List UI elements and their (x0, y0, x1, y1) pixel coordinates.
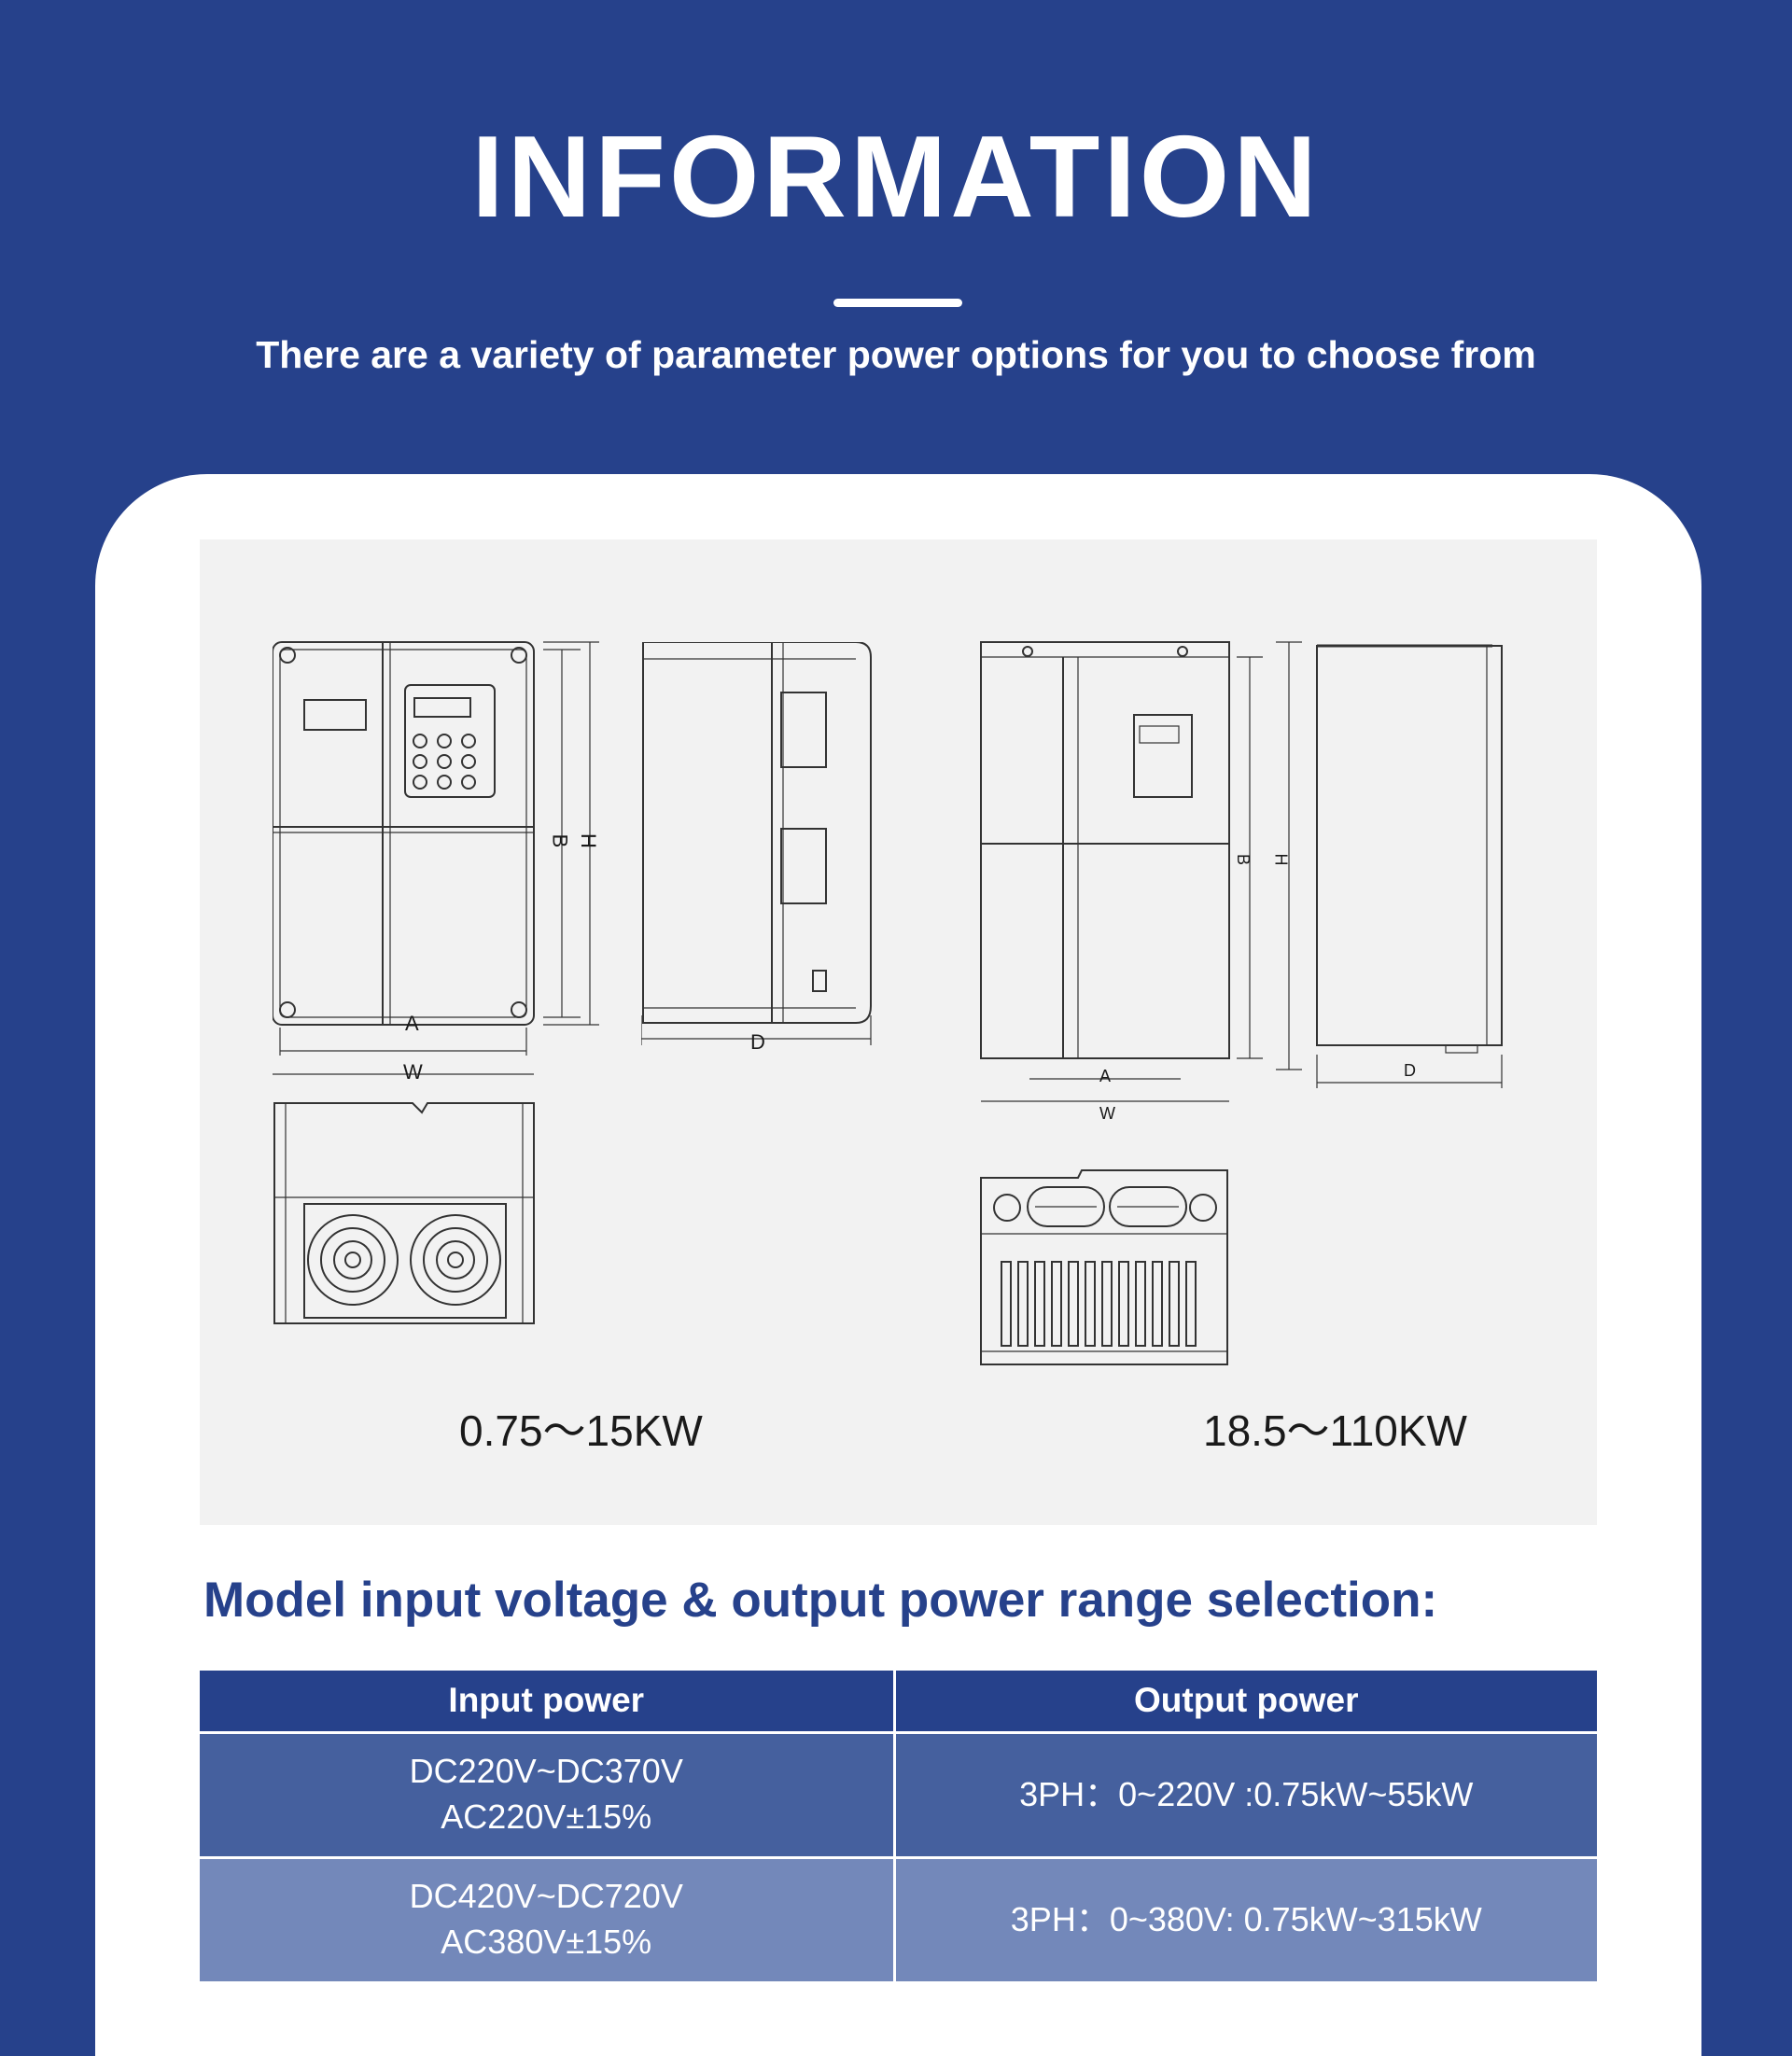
input-dc-range: DC420V~DC720V (409, 1877, 683, 1916)
header-output-power: Output power (892, 1671, 1597, 1734)
section-title: Model input voltage & output power range… (203, 1573, 1438, 1628)
large-dim-d: D (1404, 1061, 1416, 1080)
large-range-label: 18.5～110KW (1203, 1406, 1467, 1455)
table-row: DC420V~DC720V AC380V±15% 3PH：0~380V: 0.7… (200, 1855, 1597, 1984)
input-power-cell: DC420V~DC720V AC380V±15% (200, 1855, 896, 1984)
large-dim-w: W (1099, 1104, 1115, 1123)
drawing-panel: A W B H D (200, 539, 1597, 1525)
small-dim-a: A (405, 1012, 419, 1035)
title-underline (833, 299, 962, 307)
large-dim-a: A (1099, 1067, 1112, 1085)
small-dim-d: D (750, 1030, 765, 1054)
small-side-view-drawing (641, 642, 872, 1045)
large-bottom-view-drawing (980, 1169, 1228, 1365)
input-dc-range: DC220V~DC370V (409, 1752, 683, 1791)
large-dim-b: B (1234, 853, 1253, 866)
output-power-cell: 3PH：0~220V :0.75kW~55kW (892, 1730, 1597, 1859)
input-ac-range: AC380V±15% (441, 1923, 652, 1961)
small-dim-b: B (548, 833, 572, 848)
input-ac-range: AC220V±15% (441, 1797, 652, 1836)
output-power-cell: 3PH：0~380V: 0.75kW~315kW (892, 1855, 1597, 1984)
small-dim-w: W (403, 1060, 423, 1084)
large-side-view-drawing (1316, 644, 1503, 1088)
large-front-view-drawing (980, 641, 1302, 1102)
large-dim-h: H (1271, 853, 1291, 866)
page-subtitle: There are a variety of parameter power o… (256, 333, 1536, 376)
input-power-cell: DC220V~DC370V AC220V±15% (200, 1730, 896, 1859)
page-title: INFORMATION (471, 113, 1321, 242)
power-range-table: Input power Output power DC220V~DC370V A… (200, 1671, 1597, 1984)
content-card: A W B H D (95, 474, 1701, 2056)
table-row: DC220V~DC370V AC220V±15% 3PH：0~220V :0.7… (200, 1730, 1597, 1859)
small-bottom-view-drawing (273, 1102, 535, 1324)
small-front-view-drawing (273, 641, 599, 1075)
header-input-power: Input power (200, 1671, 896, 1734)
small-range-label: 0.75～15KW (459, 1406, 703, 1455)
small-dim-h: H (576, 833, 600, 848)
table-header-row: Input power Output power (200, 1671, 1597, 1734)
header-section: INFORMATION There are a variety of param… (0, 0, 1792, 485)
